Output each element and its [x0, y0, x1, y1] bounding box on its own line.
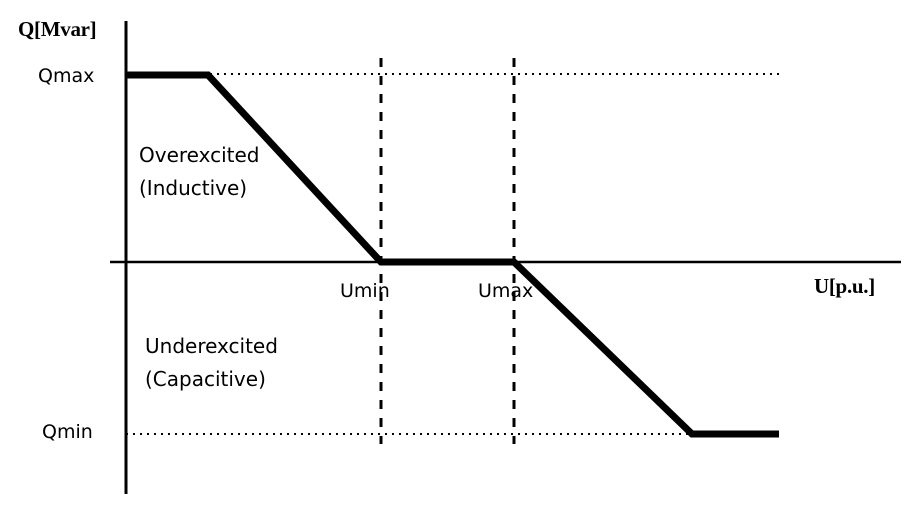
- y-tick-label-qmin: Qmin: [42, 421, 93, 443]
- annotation-overexcited: Overexcited (Inductive): [139, 139, 260, 205]
- annotation-underexcited: Underexcited (Capacitive): [145, 330, 278, 396]
- x-axis-title: U[p.u.]: [814, 274, 875, 298]
- annotation-overexcited-line2: (Inductive): [139, 176, 248, 200]
- annotation-underexcited-line1: Underexcited: [145, 334, 278, 358]
- annotation-overexcited-line1: Overexcited: [139, 143, 260, 167]
- x-tick-label-umax: Umax: [478, 280, 534, 302]
- qu-droop-curve: [126, 71, 779, 438]
- y-tick-label-qmax: Qmax: [38, 65, 95, 87]
- x-tick-label-umin: Umin: [340, 280, 390, 302]
- y-axis-title: Q[Mvar]: [18, 17, 97, 41]
- annotation-underexcited-line2: (Capacitive): [145, 367, 266, 391]
